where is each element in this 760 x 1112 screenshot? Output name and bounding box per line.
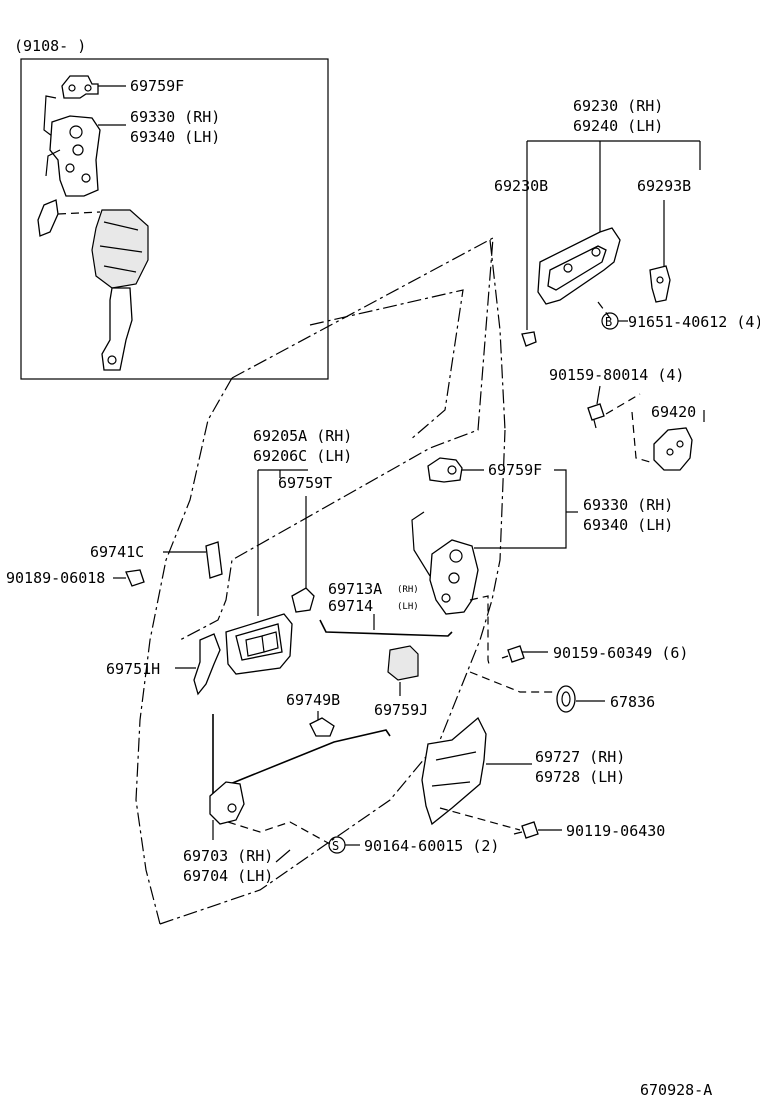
label-69420: 69420 [651,403,696,421]
label-69206C-lh: 69206C (LH) [253,447,352,465]
inset-date-range: (9108- ) [14,37,86,55]
label-69230B: 69230B [494,177,548,195]
rod-group: 69713A (RH) 69714 (LH) 69759J 69749B 697… [183,580,499,885]
marker-B-icon: B [601,312,619,330]
label-69727-rh: 69727 (RH) [535,748,625,766]
label-90159-60349: 90159-60349 (6) [553,644,688,662]
inset-actuator-icon [37,199,149,371]
drawing-number: 670928-A [640,1081,712,1099]
label-90164: 90164-60015 (2) [364,837,499,855]
label-69293B: 69293B [637,177,691,195]
striker-icon [653,427,693,471]
bolt-90119-icon [513,821,539,839]
inset-label-69759F: 69759F [130,77,184,95]
label-91651: 91651-40612 (4) [628,313,760,331]
inset-panel: (9108- ) 69759F 69330 (RH) 69340 (LH) [14,37,329,380]
bracket-69741C-icon [205,541,223,579]
label-90119: 90119-06430 [566,822,665,840]
screw-69230B-icon [521,331,537,347]
label-69759J: 69759J [374,701,428,719]
clip-69749B-icon [309,717,335,737]
cover-69727-icon [421,716,487,826]
outside-handle-icon [537,227,621,305]
lock-assembly-group: 69759F 69330 (RH) 69340 (LH) 90159-60349… [411,457,688,713]
marker-S-icon: S [328,836,346,854]
label-69240-lh: 69240 (LH) [573,117,663,135]
outside-handle-group: 69230 (RH) 69240 (LH) 69230B 69293B B 91… [494,97,760,347]
label-69714: 69714 [328,597,373,615]
door-lock-icon [411,511,479,615]
label-69751H: 69751H [106,660,160,678]
cover-69751H-icon [193,633,221,696]
grommet-67836-icon [556,685,576,713]
label-69749B: 69749B [286,691,340,709]
label-69741C: 69741C [90,543,144,561]
label-69713A-side: (RH) [397,585,419,595]
label-69330-rh: 69330 (RH) [583,496,673,514]
inside-handle-group: 69205A (RH) 69206C (LH) 69759T 69741C 90… [6,427,352,696]
marker-B: B [605,315,612,329]
label-69713A: 69713A [328,580,382,598]
label-69704-lh: 69704 (LH) [183,867,273,885]
rod-69703-icon [209,714,391,825]
label-69759T: 69759T [278,474,332,492]
handle-clip-icon [649,265,671,303]
inset-lock-icon [43,95,101,197]
striker-group: 90159-80014 (4) 69420 [549,366,705,471]
label-69759F: 69759F [488,461,542,479]
inside-handle-icon [225,613,293,675]
switch-69759J-icon [387,645,419,696]
label-90189: 90189-06018 [6,569,105,587]
inset-label-69330: 69330 (RH) [130,108,220,126]
label-69703-rh: 69703 (RH) [183,847,273,865]
label-69728-lh: 69728 (LH) [535,768,625,786]
cover-group: 69727 (RH) 69728 (LH) 90119-06430 [421,716,665,840]
marker-S: S [332,839,339,853]
inset-label-69340: 69340 (LH) [130,128,220,146]
bracket-69759F-icon [427,457,463,483]
label-69230-rh: 69230 (RH) [573,97,663,115]
rod-69713A-icon [319,619,453,637]
door-outline [135,236,506,925]
label-69340-lh: 69340 (LH) [583,516,673,534]
bolt-90159-80014-icon [587,403,605,429]
bolt-90159-60349-icon [501,645,525,663]
label-69714-side: (LH) [397,602,419,612]
label-69205A-rh: 69205A (RH) [253,427,352,445]
inset-frame [20,58,329,380]
label-90159-80014: 90159-80014 (4) [549,366,684,384]
clip-69759T-icon [291,587,315,613]
label-67836: 67836 [610,693,655,711]
clip-90189-icon [125,569,145,587]
inset-bracket-icon [61,75,99,99]
